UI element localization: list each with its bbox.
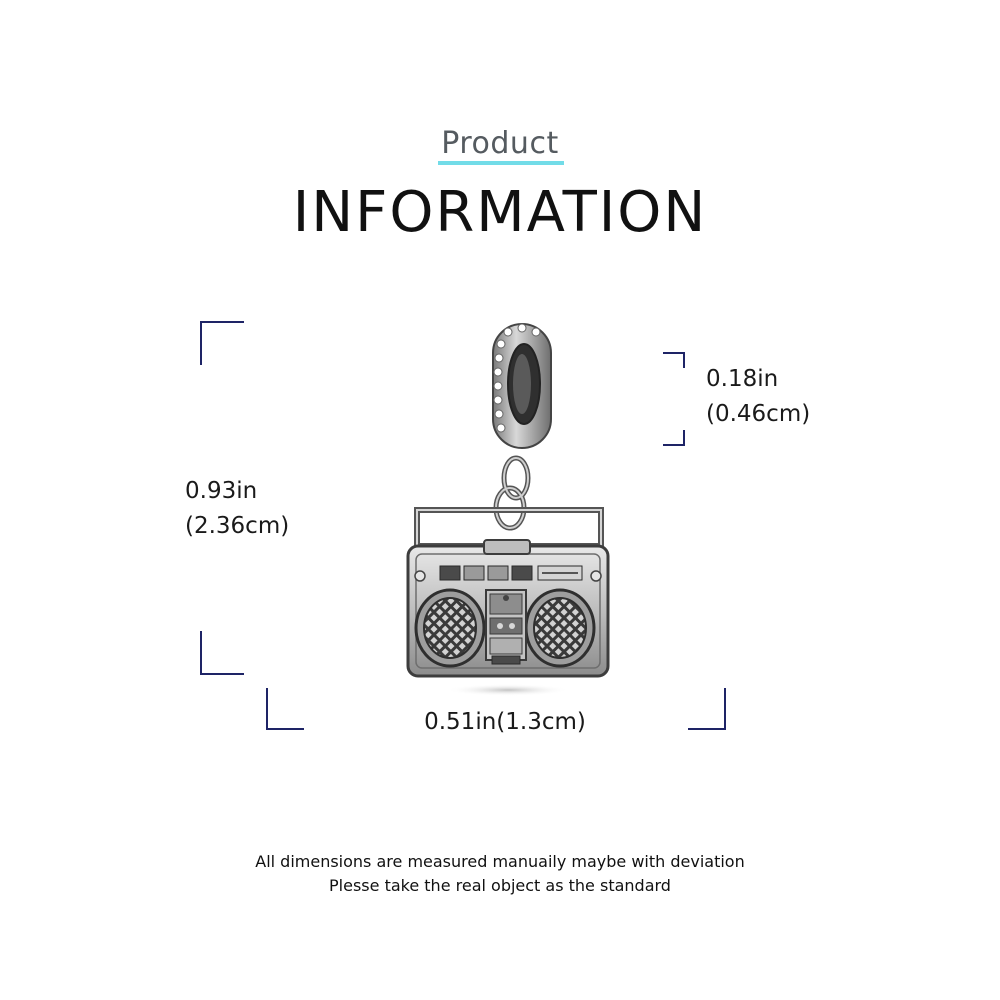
height-dimension: 0.93in (2.36cm) bbox=[185, 474, 289, 544]
footnote-line-2: Plesse take the real object as the stand… bbox=[329, 876, 671, 895]
header-subtitle: Product bbox=[441, 126, 559, 161]
width-dimension: 0.51in(1.3cm) bbox=[424, 709, 586, 735]
bail-bracket-top bbox=[663, 352, 685, 368]
width-bracket-right bbox=[688, 688, 726, 730]
left-speaker bbox=[414, 588, 486, 668]
footnote-line-1: All dimensions are measured manuaily may… bbox=[255, 852, 745, 871]
bail-bracket-bottom bbox=[663, 430, 685, 446]
height-centimeters: (2.36cm) bbox=[185, 513, 290, 539]
subtitle-underline bbox=[438, 161, 564, 165]
height-bracket-top bbox=[200, 321, 244, 365]
bail-ring bbox=[492, 323, 552, 449]
footnote: All dimensions are measured manuaily may… bbox=[0, 850, 1000, 898]
height-inches: 0.93in bbox=[185, 478, 258, 504]
boombox-charm-pendant-icon bbox=[406, 323, 610, 696]
width-bracket-left bbox=[266, 688, 304, 730]
page-title: INFORMATION bbox=[292, 180, 708, 245]
right-speaker bbox=[524, 588, 596, 668]
height-bracket-bottom bbox=[200, 631, 244, 675]
bail-centimeters: (0.46cm) bbox=[706, 401, 811, 427]
bail-inches: 0.18in bbox=[706, 366, 779, 392]
bail-dimension: 0.18in (0.46cm) bbox=[706, 362, 810, 432]
